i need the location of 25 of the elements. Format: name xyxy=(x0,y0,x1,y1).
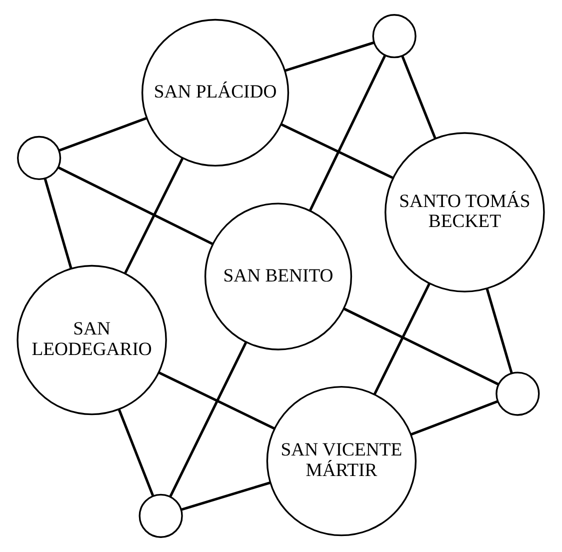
connector xyxy=(401,56,436,139)
connector xyxy=(44,178,72,269)
connector xyxy=(181,481,271,511)
connector xyxy=(343,308,499,386)
connector xyxy=(58,166,214,246)
node-circle xyxy=(496,372,540,416)
node-circle: SAN BENITO xyxy=(204,202,352,350)
node-circle: SAN PLÁCIDO xyxy=(141,18,290,167)
connector xyxy=(169,342,248,497)
node-circle xyxy=(138,494,183,538)
connector xyxy=(280,123,394,179)
connector xyxy=(124,158,184,274)
connector xyxy=(58,116,148,152)
connector xyxy=(308,55,386,212)
node-circle: SAN VICENTE MÁRTIR xyxy=(266,386,417,536)
node-circle: SANTO TOMÁS BECKET xyxy=(384,132,545,292)
connector xyxy=(410,400,498,436)
node-circle: SAN LEODEGARIO xyxy=(16,264,167,416)
connector xyxy=(118,408,154,496)
connector xyxy=(374,283,431,395)
node-circle xyxy=(372,14,416,58)
node-circle xyxy=(17,136,62,180)
connector xyxy=(486,288,513,374)
connector xyxy=(158,371,276,430)
connector xyxy=(284,41,374,72)
